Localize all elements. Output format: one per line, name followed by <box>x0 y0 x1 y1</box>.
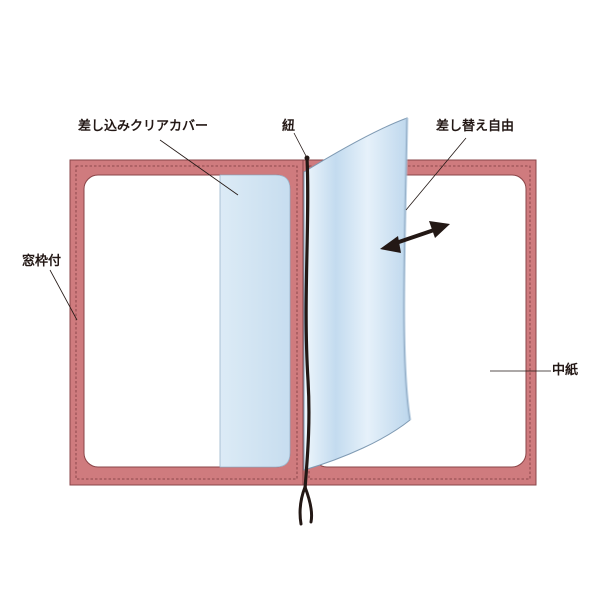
clear-sheet-page <box>303 117 411 471</box>
leader-window-frame <box>49 269 78 321</box>
stitch-left <box>75 165 298 480</box>
label-clear-cover: 差し込みクリアカバー <box>78 119 209 134</box>
label-inner-paper: 中紙 <box>552 363 579 378</box>
clear-cover-pocket <box>219 174 291 468</box>
clear-sheet-edge-shadow <box>402 117 412 421</box>
leader-clear-cover <box>159 139 239 196</box>
swap-arrow-icon <box>380 221 450 253</box>
label-cord: 紐 <box>282 119 296 134</box>
cord <box>298 155 314 526</box>
leader-replaceable <box>405 137 467 211</box>
label-replaceable: 差し替え自由 <box>436 119 515 134</box>
label-window-frame: 窓枠付 <box>22 254 62 269</box>
leader-cord <box>293 132 307 157</box>
